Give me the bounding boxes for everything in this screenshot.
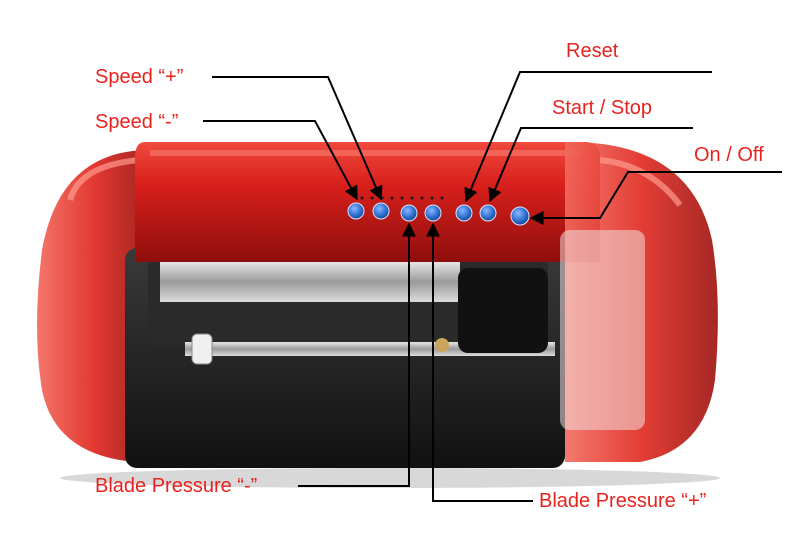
- label-blade-pressure-plus: Blade Pressure “+”: [539, 490, 707, 512]
- right-cap-window: [560, 230, 645, 430]
- speed-minus-button[interactable]: [347, 202, 365, 220]
- label-on-off: On / Off: [694, 144, 764, 166]
- leader-speed-plus: [212, 76, 383, 201]
- blade-holder: [435, 338, 449, 352]
- control-panel: [347, 196, 530, 226]
- top-red-body: [135, 142, 600, 262]
- leader-on-off: [529, 171, 782, 225]
- left-cap-highlight: [67, 157, 141, 201]
- power-button[interactable]: [510, 206, 530, 226]
- leader-blade-minus: [298, 222, 416, 487]
- rail-upper: [160, 262, 460, 302]
- label-speed-plus: Speed “+”: [95, 66, 184, 88]
- led-indicators: [360, 196, 444, 200]
- leader-blade-plus: [426, 222, 533, 502]
- blade-pressure-minus-button[interactable]: [400, 204, 418, 222]
- reset-button[interactable]: [455, 204, 473, 222]
- leader-speed-minus: [203, 120, 358, 201]
- leader-lines: [203, 71, 782, 502]
- leader-reset: [464, 71, 712, 203]
- label-speed-minus: Speed “-”: [95, 111, 179, 133]
- speed-plus-button[interactable]: [372, 202, 390, 220]
- floor-shadow: [60, 468, 720, 488]
- blade-pressure-plus-button[interactable]: [424, 204, 442, 222]
- leader-start-stop: [488, 127, 693, 203]
- label-start-stop: Start / Stop: [552, 97, 653, 119]
- left-end-cap: [37, 150, 150, 462]
- label-blade-pressure-minus: Blade Pressure “-”: [95, 475, 258, 497]
- start-stop-button[interactable]: [479, 204, 497, 222]
- roller-knob-left: [191, 333, 213, 365]
- right-cap-highlight: [599, 157, 683, 207]
- cutter-head: [458, 268, 548, 353]
- body-highlight: [150, 150, 580, 156]
- label-reset: Reset: [566, 40, 619, 62]
